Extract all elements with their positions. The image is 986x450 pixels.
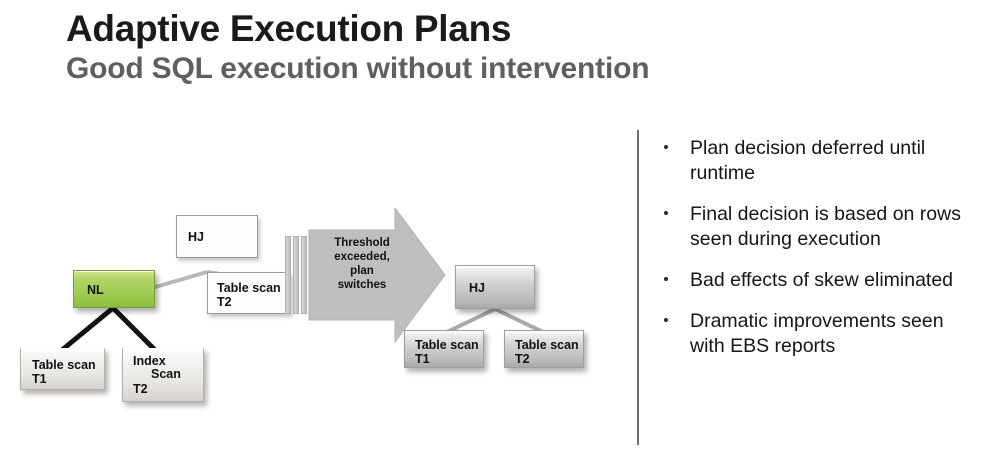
bullet-dot-icon [664, 211, 668, 215]
node-left-hj[interactable]: HJ [176, 215, 258, 258]
node-left-nl[interactable]: NL [73, 270, 155, 308]
arrow-bar-1 [285, 236, 291, 314]
node-left-hj-label: HJ [188, 230, 204, 244]
bullet-dot-icon [664, 318, 668, 322]
bullet-text: Plan decision deferred until runtime [690, 137, 926, 184]
page-title: Adaptive Execution Plans [66, 8, 512, 49]
node-right-hj[interactable]: HJ [455, 265, 535, 309]
bullet-dot-icon [664, 145, 668, 149]
bullet-text: Dramatic improvements seen with EBS repo… [690, 310, 944, 357]
node-left-table-scan-t1-line2: T1 [32, 372, 47, 386]
node-right-table-scan-t1[interactable]: Table scan T1 [404, 330, 484, 368]
node-right-hj-label: HJ [469, 281, 485, 295]
node-left-nl-label: NL [87, 283, 104, 297]
node-left-index-scan-t2-line1: Index [133, 354, 166, 368]
arrow-label-line2: exceeded, [334, 251, 390, 263]
node-left-table-scan-t2-line1: Table scan [217, 281, 281, 295]
execution-plan-diagram: HJ NL Table scan T2 Table scan T1 Index … [0, 120, 640, 450]
node-left-table-scan-t2[interactable]: Table scan T2 [207, 272, 291, 314]
node-right-table-scan-t2-line2: T2 [515, 352, 530, 366]
node-left-table-scan-t1-line1: Table scan [32, 358, 96, 372]
node-left-table-scan-t2-line2: T2 [217, 295, 232, 309]
bullet-list: Plan decision deferred until runtime Fin… [658, 136, 978, 375]
arrow-label-line3: plan [350, 265, 374, 277]
bullet-dot-icon [664, 277, 668, 281]
arrow-label-line1: Threshold [334, 237, 390, 249]
vertical-divider [637, 130, 639, 445]
bullet-text: Final decision is based on rows seen dur… [690, 203, 961, 250]
arrow-label: Threshold exceeded, plan switches [321, 236, 403, 292]
node-left-table-scan-t1[interactable]: Table scan T1 [20, 348, 105, 390]
page-subtitle: Good SQL execution without intervention [66, 52, 650, 85]
node-right-table-scan-t2[interactable]: Table scan T2 [504, 330, 584, 368]
node-right-table-scan-t2-line1: Table scan [515, 338, 579, 352]
bullet-item: Dramatic improvements seen with EBS repo… [658, 309, 978, 359]
bullet-text: Bad effects of skew eliminated [690, 269, 954, 291]
arrow-shape-icon [308, 208, 446, 343]
node-right-table-scan-t1-line2: T1 [415, 352, 430, 366]
arrow-bar-2 [293, 236, 299, 314]
node-left-index-scan-t2-line3: T2 [133, 382, 148, 396]
transition-arrow: Threshold exceeded, plan switches [285, 208, 450, 343]
node-left-index-scan-t2[interactable]: Index Scan T2 [122, 348, 204, 402]
bullet-item: Plan decision deferred until runtime [658, 136, 978, 186]
bullet-item: Bad effects of skew eliminated [658, 268, 978, 293]
bullet-item: Final decision is based on rows seen dur… [658, 202, 978, 252]
arrow-label-line4: switches [337, 279, 387, 291]
node-left-index-scan-t2-line2: Scan [151, 367, 181, 381]
arrow-bar-3 [301, 236, 307, 314]
node-right-table-scan-t1-line1: Table scan [415, 338, 479, 352]
